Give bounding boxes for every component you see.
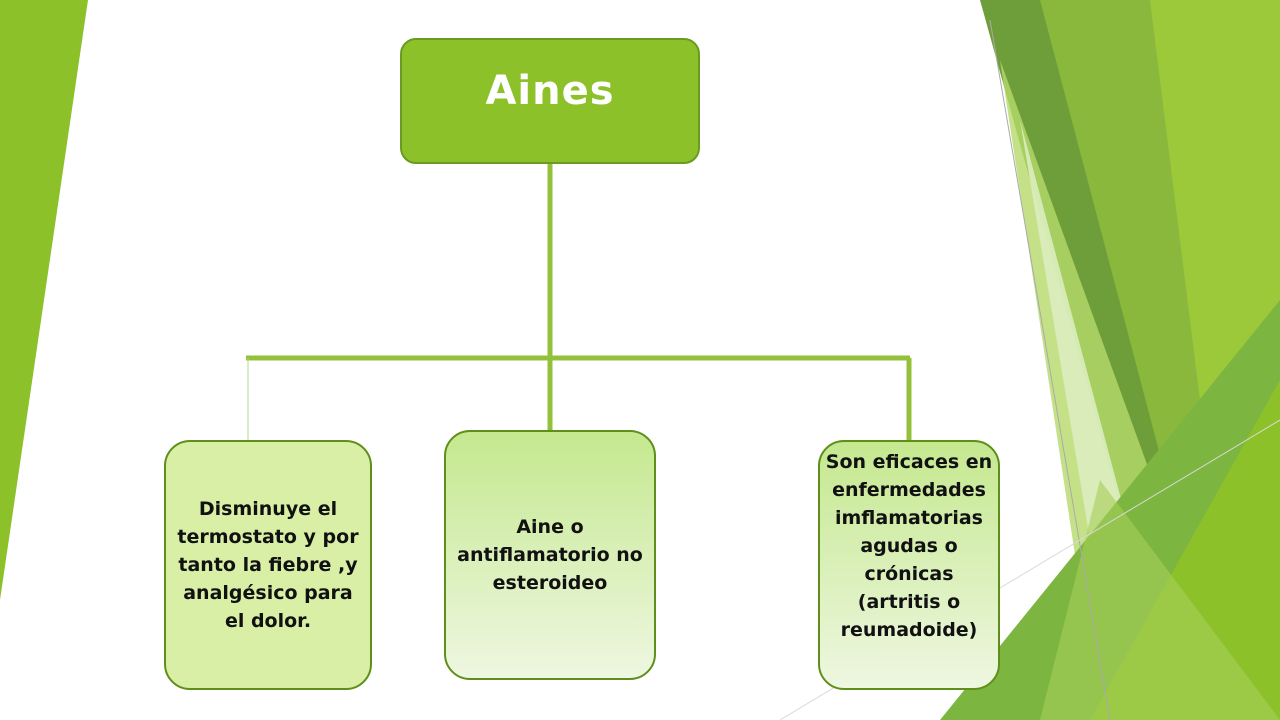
decor-line — [989, 19, 1111, 720]
child-label-1: Disminuye el termostato y por tanto la f… — [177, 498, 359, 632]
child-label-3: Son eficaces en enfermedades imflamatori… — [825, 451, 993, 641]
child-label-2: Aine o antiflamatorio no esteroideo — [457, 516, 643, 594]
child-node-3: Son eficaces en enfermedades imflamatori… — [818, 440, 1000, 690]
child-node-1: Disminuye el termostato y por tanto la f… — [164, 440, 372, 690]
left-decor-stripe — [0, 0, 88, 600]
root-node: Aines — [400, 38, 700, 164]
child-node-2: Aine o antiflamatorio no esteroideo — [444, 430, 656, 680]
root-label: Aines — [485, 68, 615, 114]
